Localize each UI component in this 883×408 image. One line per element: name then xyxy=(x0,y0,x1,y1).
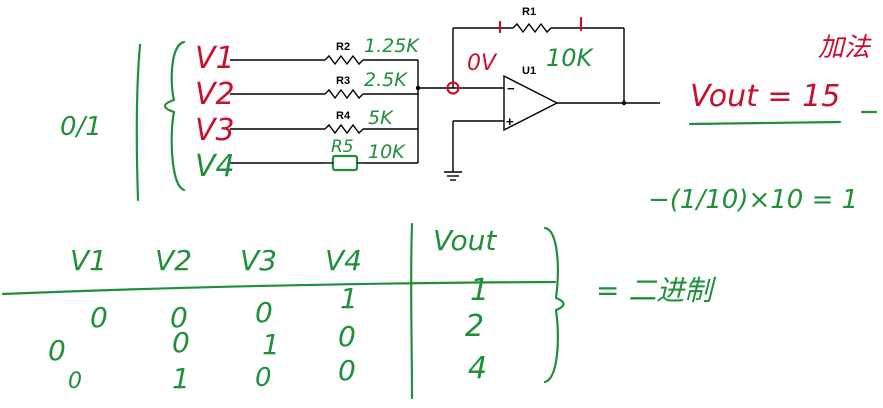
resistor-r5-label: R5 xyxy=(331,137,354,157)
table-row-3-v3: 0 xyxy=(255,363,272,393)
gain-formula: −(1/10)×10 = 1 xyxy=(648,185,858,215)
resistor-r4-value: 5K xyxy=(368,107,394,129)
input-label-v1: V1 xyxy=(195,41,235,76)
table-row-1-vout: 1 xyxy=(470,273,489,308)
resistor-r2-value: 1.25K xyxy=(364,35,420,57)
table-header-rule xyxy=(1,280,557,296)
table-row-3-v1: 0 xyxy=(68,369,82,394)
table-column-rule xyxy=(410,222,414,400)
table-row-3-v2: 1 xyxy=(172,362,190,395)
binary-note: 0/1 xyxy=(60,112,102,142)
table-row-3-vout: 4 xyxy=(468,351,487,386)
table-row-1-v3: 0 xyxy=(255,296,273,329)
table-row-3-v4: 0 xyxy=(338,354,356,387)
opamp-plus-sign: + xyxy=(506,114,514,129)
binary-note-right: = 二进制 xyxy=(596,274,716,307)
opamp-minus-sign: − xyxy=(507,81,515,96)
corner-note: 加法 xyxy=(818,33,872,63)
input-label-v2: V2 xyxy=(195,77,235,112)
table-row-1-v2: 0 xyxy=(170,301,188,334)
feedback-resistor-label: R1 xyxy=(522,6,536,18)
resistor-r2-label: R2 xyxy=(336,41,350,53)
table-header-v1: V1 xyxy=(70,244,107,277)
table-header-vout: Vout xyxy=(433,224,497,257)
opamp-label: U1 xyxy=(522,65,536,77)
table-row-2-v1: 0 xyxy=(48,334,66,367)
table-row-2-vout: 2 xyxy=(465,309,484,344)
resistor-r4-label: R4 xyxy=(336,110,351,122)
table-row-2-v4: 0 xyxy=(338,320,356,353)
resistor-r3-label: R3 xyxy=(336,75,350,87)
circuit-wiring xyxy=(230,22,660,181)
table-row-2-v3: 1 xyxy=(262,328,280,361)
bracket-left-1 xyxy=(135,43,142,202)
bracket-left-2 xyxy=(163,40,186,192)
input-label-v3: V3 xyxy=(195,113,235,148)
node-voltage-label: 0V xyxy=(467,51,498,76)
table-header-v4: V4 xyxy=(325,244,362,277)
table-row-2-v2: 0 xyxy=(172,326,190,359)
table-header-v2: V2 xyxy=(155,244,192,277)
vout-equation: Vout = 15 xyxy=(690,79,840,114)
table-row-1-v1: 0 xyxy=(90,301,108,334)
result-brace xyxy=(543,226,565,384)
resistor-r5-value: 10K xyxy=(368,141,406,163)
truth-table: V1 V2 V3 V4 Vout 0 0 0 1 1 0 0 1 0 2 0 1… xyxy=(1,222,565,400)
feedback-resistor-value: 10K xyxy=(546,44,595,72)
table-row-1-v4: 1 xyxy=(340,282,358,315)
node-marker-circle xyxy=(446,81,460,95)
table-header-v3: V3 xyxy=(240,244,277,277)
input-label-v4: V4 xyxy=(195,149,235,184)
resistor-r3-value: 2.5K xyxy=(364,69,408,91)
